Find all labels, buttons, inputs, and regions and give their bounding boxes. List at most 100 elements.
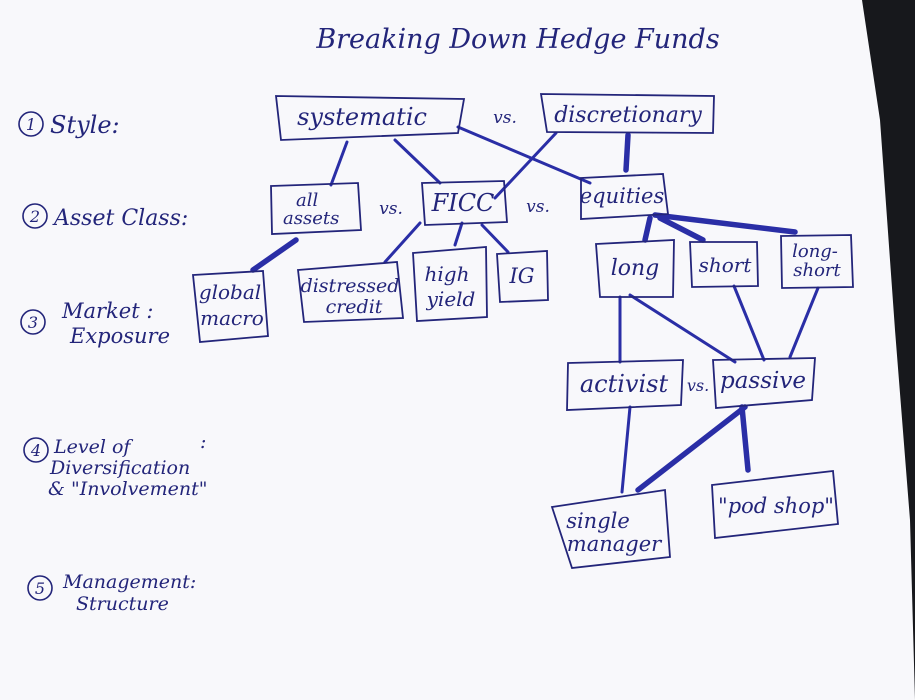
level-1-number-circle	[18, 111, 44, 137]
level-2-label: 2 Asset Class:	[22, 203, 188, 231]
node-distressed-credit-box	[296, 261, 404, 323]
node-high-yield-label-line1: high	[425, 262, 470, 286]
node-ig-label: IG	[508, 264, 534, 288]
node-ficc: FICC	[421, 180, 508, 226]
level-5-number: 5	[35, 579, 45, 598]
node-pod-shop: "pod shop"	[711, 470, 839, 540]
level-2-number-circle	[22, 203, 48, 229]
node-long-short-box	[780, 234, 854, 289]
vs-label-style: vs.	[493, 108, 517, 128]
edge-systematic-equities	[456, 125, 592, 185]
node-ficc-box	[421, 180, 508, 226]
level-5-title-line2: Structure	[76, 593, 169, 615]
edge-discretionary-equities	[623, 132, 631, 173]
node-all-assets: all assets	[270, 182, 362, 235]
level-labels: 1 Style: 2 Asset Class: 3 Market : Expos…	[18, 111, 208, 615]
node-activist: activist	[566, 359, 684, 411]
node-global-macro-box	[192, 270, 269, 343]
node-single-manager-box	[550, 488, 671, 569]
level-2-title: Asset Class:	[52, 206, 188, 231]
node-distressed-credit-label-line2: credit	[326, 296, 383, 318]
level-3-number: 3	[28, 313, 38, 332]
diagram-nodes: systematic discretionary all assets FICC…	[192, 93, 854, 569]
edge-passive-single-manager	[635, 404, 748, 493]
level-3-number-circle	[20, 309, 46, 335]
node-passive-label: passive	[720, 368, 806, 394]
node-single-manager-label-line2: manager	[567, 532, 663, 556]
node-activist-label: activist	[580, 370, 669, 398]
edge-all-assets-global-macro	[250, 237, 299, 273]
vs-label-asset-1: vs.	[379, 199, 403, 219]
node-activist-box	[566, 359, 684, 411]
level-2-number: 2	[29, 207, 40, 226]
vs-connectors: vs. vs. vs. vs.	[379, 108, 709, 395]
node-long-box	[595, 239, 675, 298]
node-pod-shop-label: "pod shop"	[718, 494, 834, 518]
level-1-label: 1 Style:	[18, 111, 120, 139]
edge-ficc-distressed-credit	[383, 221, 422, 264]
edge-long-passive	[628, 293, 737, 364]
node-systematic-label: systematic	[297, 103, 427, 131]
node-systematic-box	[274, 95, 466, 141]
level-4-number: 4	[30, 441, 41, 460]
level-3-title-line1: Market :	[61, 299, 153, 323]
level-1-number: 1	[26, 115, 36, 134]
node-ficc-label: FICC	[431, 189, 495, 217]
level-5-title-line1: Management:	[62, 571, 196, 593]
node-single-manager-label-line1: single	[566, 509, 630, 533]
node-discretionary-label: discretionary	[554, 103, 702, 128]
level-3-title-line2: Exposure	[69, 324, 170, 348]
node-equities: equities	[580, 173, 670, 220]
node-global-macro: global macro	[192, 270, 269, 343]
node-long: long	[595, 239, 675, 298]
node-pod-shop-box	[711, 470, 839, 540]
edge-systematic-all-assets	[329, 140, 349, 187]
node-long-short: long- short	[780, 234, 854, 289]
node-high-yield-box	[412, 246, 488, 322]
edge-activist-single-manager	[620, 405, 632, 494]
vs-label-involvement: vs.	[687, 376, 709, 395]
edge-systematic-ficc	[393, 138, 442, 185]
node-passive-box	[712, 357, 816, 409]
level-4-number-circle	[23, 437, 49, 463]
node-equities-box	[580, 173, 670, 220]
vs-label-asset-2: vs.	[526, 197, 550, 217]
node-long-short-label-line1: long-	[792, 241, 838, 262]
node-long-label: long	[611, 256, 660, 281]
node-ig: IG	[496, 250, 549, 303]
diagram-edges	[250, 125, 820, 494]
node-distressed-credit-label-line1: distressed	[301, 275, 400, 297]
node-all-assets-label-line2: assets	[283, 208, 339, 229]
node-all-assets-label-line1: all	[296, 190, 318, 211]
edge-ficc-high-yield	[453, 221, 464, 247]
node-all-assets-box	[270, 182, 362, 235]
level-4-title-line2: Diversification	[49, 457, 190, 479]
level-3-label: 3 Market : Exposure	[20, 299, 170, 348]
node-short-label: short	[699, 253, 753, 277]
diagram-title: Breaking Down Hedge Funds	[315, 24, 719, 55]
node-high-yield: high yield	[412, 246, 488, 322]
node-long-short-label-line2: short	[793, 260, 841, 281]
node-global-macro-label-line1: global	[199, 280, 261, 304]
level-5-label: 5 Management: Structure	[27, 571, 196, 615]
node-discretionary: discretionary	[539, 93, 715, 134]
node-global-macro-label-line2: macro	[200, 306, 264, 330]
node-short: short	[689, 241, 759, 288]
node-ig-box	[496, 250, 549, 303]
edge-equities-long-short	[652, 212, 798, 235]
edge-ficc-ig	[480, 223, 510, 254]
node-discretionary-box	[539, 93, 715, 134]
level-4-label: 4 Level of : Diversification & "Involvem…	[23, 431, 208, 500]
level-4-title-line1: Level of	[53, 436, 133, 458]
node-distressed-credit: distressed credit	[296, 261, 404, 323]
level-1-title: Style:	[50, 111, 120, 139]
node-passive: passive	[712, 357, 816, 409]
edge-passive-pod-shop	[739, 404, 751, 473]
edge-equities-short	[657, 215, 706, 243]
edge-long-short-passive	[788, 286, 820, 359]
node-equities-label: equities	[580, 184, 665, 208]
node-short-box	[689, 241, 759, 288]
